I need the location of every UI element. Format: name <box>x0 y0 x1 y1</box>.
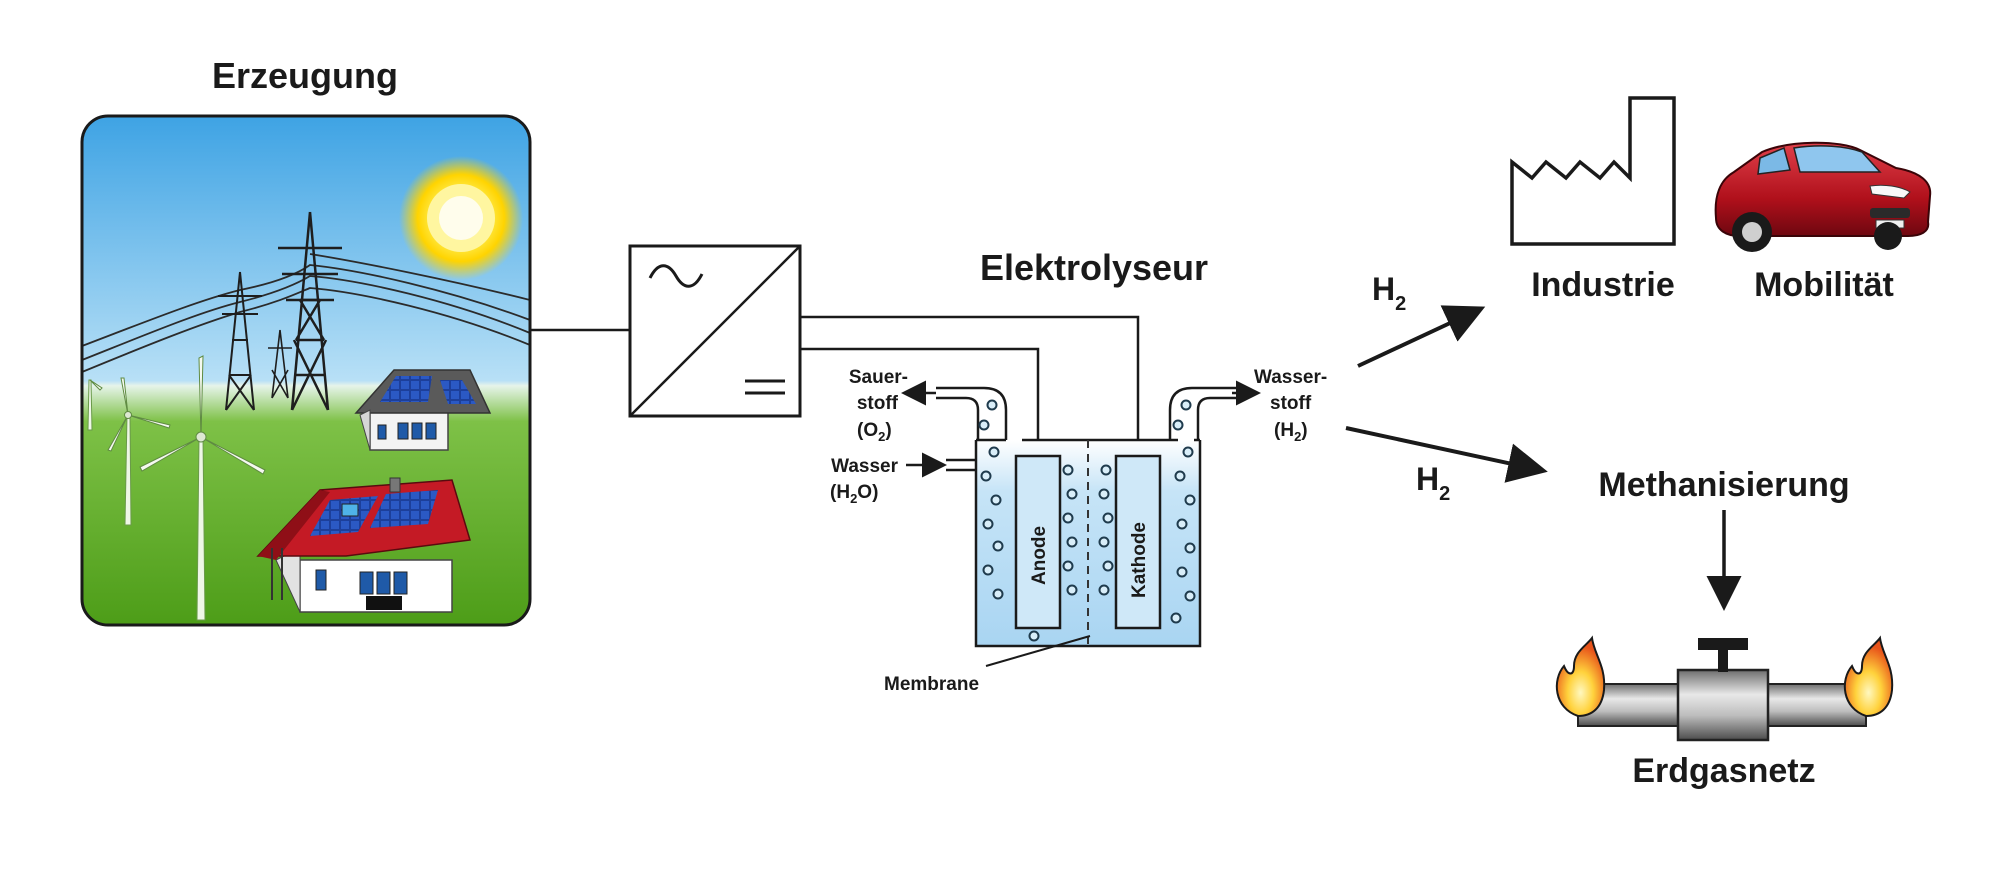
house-solar-icon <box>256 477 471 613</box>
anode-label: Anode <box>1029 526 1050 585</box>
svg-text:Wasser-: Wasser- <box>1254 367 1327 388</box>
generation-panel <box>80 114 532 627</box>
membrane-leader <box>985 635 1091 667</box>
svg-text:stoff: stoff <box>857 393 899 414</box>
svg-text:(O2): (O2) <box>857 420 892 444</box>
sun-icon <box>399 156 523 280</box>
h2-label-lower: H2 <box>1416 461 1450 505</box>
inverter-icon <box>628 244 802 418</box>
car-icon <box>1714 141 1932 252</box>
pipeline-icon <box>1577 638 1867 742</box>
wind-turbine-icon <box>107 377 171 526</box>
wind-turbine-icon <box>139 355 266 621</box>
h2-label-upper: H2 <box>1372 271 1406 315</box>
water-label: Wasser (H2O) <box>830 456 899 506</box>
svg-text:(H2): (H2) <box>1274 420 1308 444</box>
oxygen-label: Sauer- stoff (O2) <box>849 367 908 444</box>
cathode-wire <box>800 315 1140 456</box>
generation-title: Erzeugung <box>212 55 398 96</box>
pylon-icon <box>218 271 262 411</box>
svg-text:(H2O): (H2O) <box>830 482 878 506</box>
anode-wire <box>800 347 1040 456</box>
svg-text:stoff: stoff <box>1270 393 1312 414</box>
electrolyser-cell <box>936 386 1240 648</box>
water-inlet <box>946 458 976 472</box>
cathode-label: Kathode <box>1129 522 1150 598</box>
hydrogen-label: Wasser- stoff (H2) <box>1254 367 1327 444</box>
pylon-icon <box>278 211 342 411</box>
oxygen-outlet <box>936 386 1008 440</box>
h2-arrow-industry <box>1357 305 1486 368</box>
cathode-electrode <box>1114 454 1162 630</box>
mobility-label: Mobilität <box>1754 266 1894 304</box>
gas-grid-label: Erdgasnetz <box>1632 752 1815 790</box>
svg-text:Wasser: Wasser <box>831 456 898 477</box>
flame-icon <box>1555 635 1606 718</box>
gas-bubbles <box>978 399 1196 642</box>
pylon-icon <box>268 329 292 399</box>
membrane-label: Membrane <box>884 674 979 695</box>
industry-label: Industrie <box>1531 266 1675 304</box>
house-solar-icon <box>354 369 492 451</box>
electrolyser-title: Elektrolyseur <box>980 247 1208 288</box>
svg-text:Sauer-: Sauer- <box>849 367 908 388</box>
hydrogen-outlet <box>1168 386 1240 440</box>
flame-icon <box>1843 635 1894 718</box>
wind-turbine-icon <box>87 379 103 431</box>
h2-arrow-methanation <box>1345 426 1548 483</box>
anode-electrode <box>1014 454 1062 630</box>
factory-icon <box>1510 96 1676 246</box>
methanation-label: Methanisierung <box>1598 466 1849 504</box>
